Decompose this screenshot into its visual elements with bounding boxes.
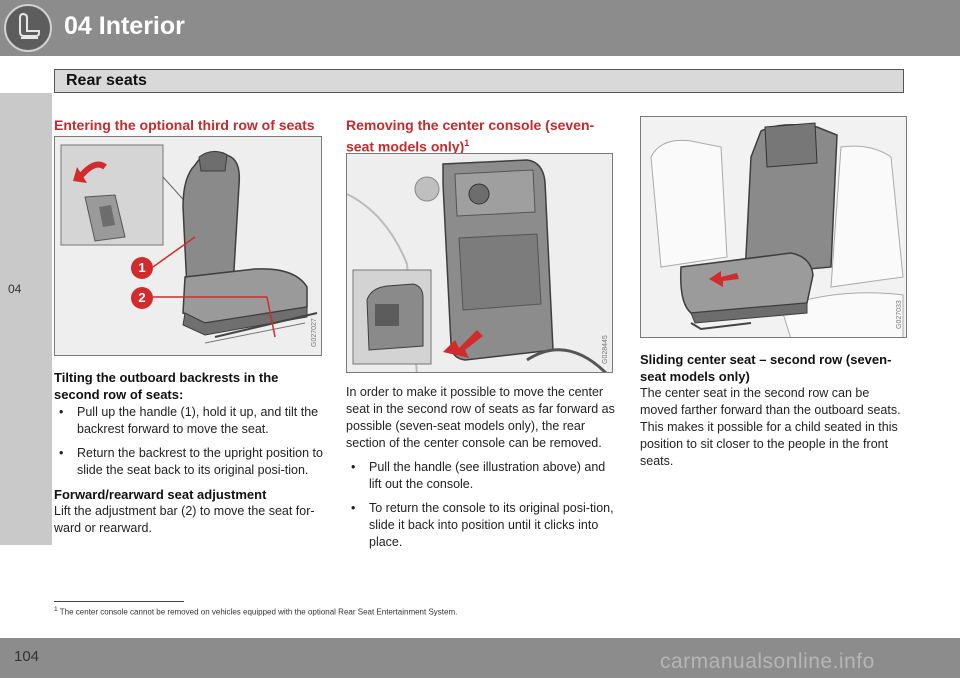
figure-code: G028445 <box>602 335 609 364</box>
footnote: 1 The center console cannot be removed o… <box>54 606 457 617</box>
column-1-heading: Entering the optional third row of seats <box>54 117 315 133</box>
list-item: Pull up the handle (1), hold it up, and … <box>54 404 324 438</box>
column-2-text: In order to make it possible to move the… <box>346 384 616 558</box>
tilting-steps-list: Pull up the handle (1), hold it up, and … <box>54 404 324 479</box>
footnote-reference: 1 <box>464 138 470 148</box>
chapter-side-tab-label: 04 <box>8 282 22 296</box>
callout-1: 1 <box>131 257 153 279</box>
footnote-rule <box>54 601 184 602</box>
figure-center-console: G028445 <box>346 153 613 373</box>
column-3-text: Sliding center seat – second row (seven-… <box>640 351 910 470</box>
callout-2: 2 <box>131 287 153 309</box>
list-item: Pull the handle (see illustration above)… <box>346 459 616 493</box>
column-2-heading-text: Removing the center console (seven-seat … <box>346 117 595 155</box>
figure-sliding-center-seat: G027033 <box>640 116 907 338</box>
seat-adjustment-paragraph: Lift the adjustment bar (2) to move the … <box>54 504 315 535</box>
column-2-heading: Removing the center console (seven-seat … <box>346 116 611 156</box>
chapter-side-tab <box>0 93 52 545</box>
console-intro-paragraph: In order to make it possible to move the… <box>346 385 615 450</box>
footnote-number: 1 <box>54 606 58 613</box>
seat-icon <box>4 4 52 52</box>
seat-adjustment-subheading: Forward/rearward seat adjustment <box>54 487 267 502</box>
list-item: To return the console to its original po… <box>346 500 616 551</box>
column-1-text: Tilting the outboard backrests in the se… <box>54 369 324 537</box>
figure-code: G027027 <box>311 318 318 347</box>
watermark: carmanualsonline.info <box>660 650 875 673</box>
sliding-seat-paragraph: The center seat in the second row can be… <box>640 386 901 468</box>
tilting-backrests-subheading: Tilting the outboard backrests in the se… <box>54 370 279 402</box>
console-steps-list: Pull the handle (see illustration above)… <box>346 459 616 551</box>
section-title: Rear seats <box>66 72 147 89</box>
footnote-text: The center console cannot be removed on … <box>59 607 458 617</box>
page-number: 104 <box>14 648 40 665</box>
figure-code: G027033 <box>896 300 903 329</box>
list-item: Return the backrest to the upright posit… <box>54 445 324 479</box>
figure-outboard-seat: 1 2 G027027 <box>54 136 322 356</box>
chapter-title: 04 Interior <box>64 12 185 40</box>
sliding-seat-subheading: Sliding center seat – second row (seven-… <box>640 352 892 384</box>
column-2: Removing the center console (seven-seat … <box>346 116 611 156</box>
center-console-illustration <box>347 154 612 372</box>
outboard-seat-illustration <box>55 137 321 355</box>
column-1: Entering the optional third row of seats <box>54 116 324 134</box>
section-bar <box>54 69 904 93</box>
header-bar <box>0 0 960 56</box>
footer-bar <box>0 638 960 678</box>
sliding-center-seat-illustration <box>641 117 906 337</box>
